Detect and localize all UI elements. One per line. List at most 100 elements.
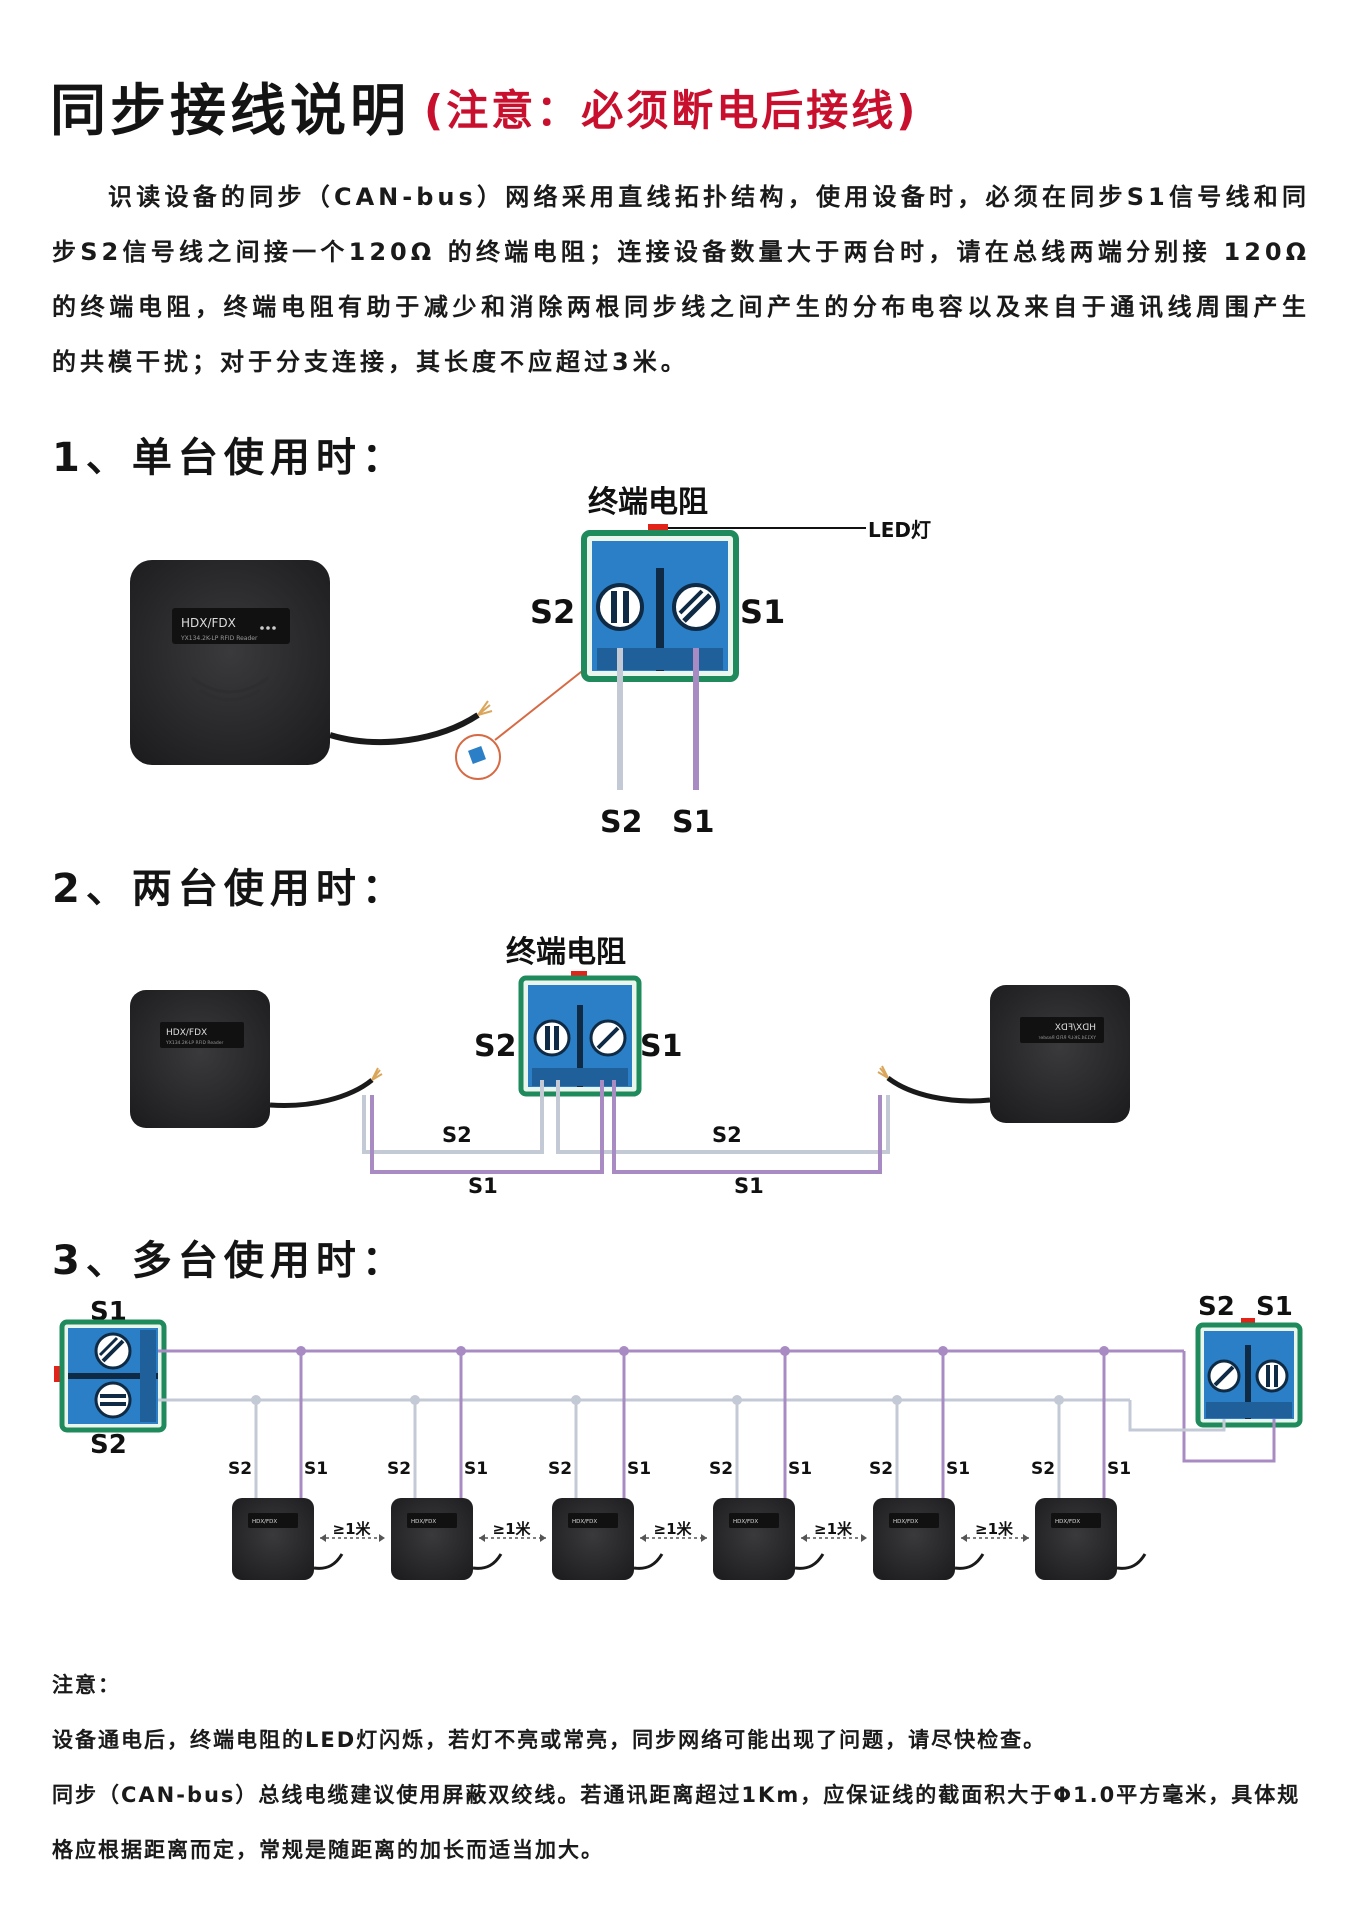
reader-label-plate: [1051, 1513, 1101, 1528]
section-double-heading: 2、两台使用时：: [52, 866, 408, 912]
notes-block: 注意： 设备通电后，终端电阻的LED灯闪烁，若灯不亮或常亮，同步网络可能出现了问…: [52, 1658, 1310, 1878]
diagram-single: HDX/FDX YX134.2K-LP RFID Reader 终端电阻 LED…: [130, 485, 931, 840]
terminal-block-left: [59, 1319, 167, 1433]
junction-s1: [456, 1346, 466, 1356]
reader-device-icon: [232, 1498, 314, 1580]
reader-model: YX134.2K-LP RFID Reader: [180, 635, 258, 642]
led-indicator: [571, 971, 587, 979]
branch-s1-label: S1: [464, 1459, 488, 1479]
reader-brand: HDX/FDX: [411, 1519, 436, 1525]
wire-s1-left: [370, 1080, 604, 1174]
spacing-label: ≥1米: [814, 1520, 853, 1538]
terminal-resistor-label-2: 终端电阻: [506, 935, 626, 970]
reader-device-icon: [873, 1498, 955, 1580]
s1-label-bottom-1: S1: [672, 805, 714, 840]
junction-s2: [571, 1395, 581, 1405]
reader-brand: HDX/FDX: [166, 1028, 207, 1038]
spacing-label: ≥1米: [975, 1520, 1014, 1538]
s1-wire-label-left: S1: [468, 1174, 498, 1198]
reader-label-plate: [729, 1513, 779, 1528]
reader-brand-mirrored: HDX/FDX: [1055, 1023, 1096, 1033]
s2-wire-label-right: S2: [712, 1123, 742, 1147]
reader-device-mirrored-icon: HDX/FDX YX134.2K-LP RFID Reader: [990, 985, 1130, 1123]
branch-s1-label: S1: [304, 1459, 328, 1479]
wire-s2-left: [362, 1080, 544, 1154]
junction-s2: [410, 1395, 420, 1405]
reader-brand: HDX/FDX: [733, 1519, 758, 1525]
reader-cable: [1116, 1553, 1147, 1570]
junction-s2: [1054, 1395, 1064, 1405]
branch-s2-label: S2: [1031, 1459, 1055, 1479]
section-single-heading: 1、单台使用时：: [52, 435, 408, 481]
reader-brand: HDX/FDX: [572, 1519, 597, 1525]
junction-s1: [1099, 1346, 1109, 1356]
reader-label-plate: [889, 1513, 939, 1528]
terminal-block-right: [1195, 1322, 1303, 1428]
page-title: 同步接线说明 (注意：必须断电后接线): [50, 66, 918, 147]
terminal-block-single: [581, 530, 739, 682]
spacing-label: ≥1米: [333, 1520, 372, 1538]
reader-label-plate: [248, 1513, 298, 1528]
title-main: 同步接线说明: [50, 79, 410, 144]
branch-s1-label: S1: [788, 1459, 812, 1479]
reader-brand: HDX/FDX: [1055, 1519, 1080, 1525]
s2-label-left-terminal: S2: [90, 1430, 127, 1460]
reader-cable: [954, 1553, 985, 1570]
s2-label-right-terminal: S2: [1198, 1292, 1235, 1322]
branch-s2-label: S2: [387, 1459, 411, 1479]
branch-s2-label: S2: [709, 1459, 733, 1479]
reader-device-icon: [1035, 1498, 1117, 1580]
reader-model: YX134.2K-LP RFID Reader: [165, 1040, 223, 1046]
reader-label-plate: [407, 1513, 457, 1528]
branch-s1-label: S1: [627, 1459, 651, 1479]
intro-paragraph: 识读设备的同步（CAN-bus）网络采用直线拓扑结构，使用设备时，必须在同步S1…: [52, 183, 1310, 376]
s1-wire-label-right: S1: [734, 1174, 764, 1198]
reader-device-icon: HDX/FDX YX134.2K-LP RFID Reader: [130, 560, 330, 765]
junction-s1: [938, 1346, 948, 1356]
led-indicator-right: [1241, 1318, 1255, 1325]
reader-brand: HDX/FDX: [893, 1519, 918, 1525]
s1-label-terminal-1: S1: [740, 593, 785, 631]
reader-device-icon: [713, 1498, 795, 1580]
title-warning: (注意：必须断电后接线): [424, 86, 919, 135]
s2-label-terminal-2: S2: [474, 1029, 516, 1064]
s1-label-right-terminal: S1: [1256, 1292, 1293, 1322]
wire-s2-right: [556, 1080, 890, 1154]
reader-cable: [472, 1553, 503, 1570]
branch-s2-label: S2: [869, 1459, 893, 1479]
spacing-label: ≥1米: [493, 1520, 532, 1538]
branch-s1-label: S1: [946, 1459, 970, 1479]
led-indicator: [648, 524, 668, 534]
section-multi-heading: 3、多台使用时：: [52, 1238, 408, 1284]
diagram-double: HDX/FDX YX134.2K-LP RFID Reader HDX/FDX …: [130, 935, 1130, 1198]
s2-label-bottom-1: S2: [600, 805, 642, 840]
junction-s2: [732, 1395, 742, 1405]
reader-brand: HDX/FDX: [181, 616, 236, 630]
spacing-label: ≥1米: [654, 1520, 693, 1538]
notes-line-1: 设备通电后，终端电阻的LED灯闪烁，若灯不亮或常亮，同步网络可能出现了问题，请尽…: [52, 1728, 1047, 1752]
notes-line-2: 同步（CAN-bus）总线电缆建议使用屏蔽双绞线。若通讯距离超过1Km，应保证线…: [52, 1783, 1301, 1862]
reader-cable: [313, 1553, 344, 1570]
notes-heading: 注意：: [52, 1673, 121, 1697]
led-label: LED灯: [868, 518, 931, 542]
junction-s1: [780, 1346, 790, 1356]
led-indicator-left: [54, 1366, 62, 1382]
junction-s2: [251, 1395, 261, 1405]
reader-device-icon: HDX/FDX YX134.2K-LP RFID Reader: [130, 990, 270, 1128]
reader-label-plate: [568, 1513, 618, 1528]
s1-label-terminal-2: S1: [640, 1029, 682, 1064]
s2-wire-label-left: S2: [442, 1123, 472, 1147]
junction-s1: [619, 1346, 629, 1356]
branch-s2-label: S2: [228, 1459, 252, 1479]
reader-model-mirrored: YX134.2K-LP RFID Reader: [1039, 1035, 1097, 1041]
branch-s1-label: S1: [1107, 1459, 1131, 1479]
junction-s1: [296, 1346, 306, 1356]
junction-s2: [892, 1395, 902, 1405]
branch-s2-label: S2: [548, 1459, 572, 1479]
wire-s1-right: [612, 1080, 882, 1174]
reader-brand: HDX/FDX: [252, 1519, 277, 1525]
reader-cable: [633, 1553, 664, 1570]
s2-label-terminal-1: S2: [530, 593, 575, 631]
